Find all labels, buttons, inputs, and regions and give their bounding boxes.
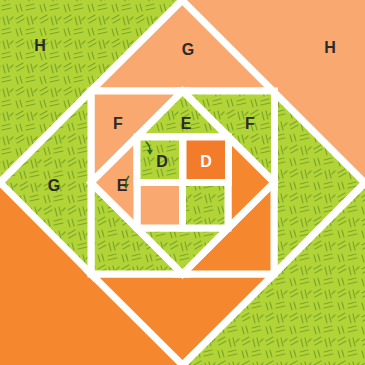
piece-letter: E — [117, 178, 128, 194]
piece-letter: D — [200, 154, 212, 170]
piece-letter: G — [182, 42, 194, 58]
piece-letter: F — [245, 116, 255, 132]
direction-arrowhead — [123, 184, 129, 189]
direction-arrowhead — [147, 150, 153, 155]
quilt-piece — [178, 0, 365, 187]
ring-triangle — [91, 274, 274, 365]
quilt-piece — [137, 137, 183, 183]
quilt-piece — [183, 91, 275, 183]
quilt-piece — [91, 137, 137, 228]
ring-triangle: G — [0, 85, 97, 280]
piece-letter: H — [34, 38, 46, 54]
quilt-piece — [0, 91, 91, 274]
piece-letter: E — [181, 116, 192, 132]
center-square — [137, 183, 183, 229]
center-square — [183, 183, 229, 229]
piece-letter: G — [48, 178, 60, 194]
direction-arrow — [126, 176, 129, 186]
diamond-triangle — [137, 228, 228, 274]
quilt-piece — [183, 137, 229, 183]
direction-arrow — [146, 142, 150, 152]
piece-letter: F — [113, 116, 123, 132]
piece-letter: H — [324, 40, 336, 56]
piece-letter: D — [156, 154, 168, 170]
center-square: D — [177, 131, 235, 189]
